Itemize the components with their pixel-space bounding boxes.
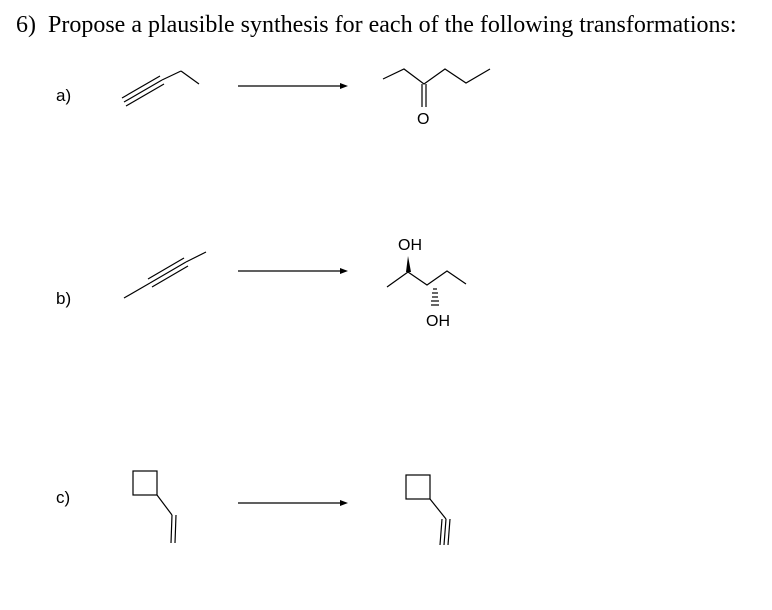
part-c-product-alkyne bbox=[405, 474, 451, 546]
part-a-starting-material bbox=[121, 70, 200, 107]
part-c-reaction-arrow bbox=[238, 500, 348, 506]
part-a-product-ketone: O bbox=[382, 68, 491, 128]
part-b-starting-material bbox=[123, 251, 207, 299]
part-b-oh-top-label: OH bbox=[398, 237, 422, 254]
part-b-reaction-arrow bbox=[238, 268, 348, 274]
part-b-oh-bottom-label: OH bbox=[426, 313, 450, 330]
part-b-label: b) bbox=[56, 289, 72, 308]
question-prompt: Propose a plausible synthesis for each o… bbox=[48, 12, 737, 38]
part-b-product-diol: OH OH bbox=[386, 237, 467, 330]
question-text: 6) Propose a plausible synthesis for each… bbox=[16, 12, 737, 39]
part-c-label: c) bbox=[56, 488, 71, 507]
part-a-oxygen-label: O bbox=[417, 111, 429, 128]
part-a-label: a) bbox=[56, 86, 72, 105]
question-number: 6) bbox=[16, 12, 36, 38]
part-c-starting-material bbox=[132, 470, 177, 544]
part-a-reaction-arrow bbox=[238, 83, 348, 89]
